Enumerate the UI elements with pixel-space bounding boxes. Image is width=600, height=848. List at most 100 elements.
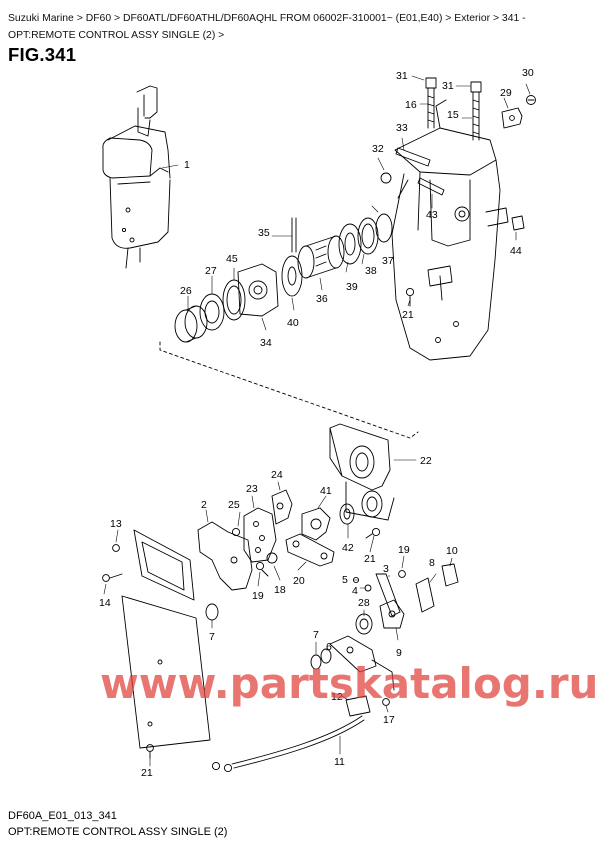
callout-7-left[interactable]: 7 (209, 631, 215, 643)
housing-22[interactable] (329, 423, 395, 521)
callout-43[interactable]: 43 (426, 209, 438, 221)
washer-6[interactable] (320, 648, 332, 664)
callout-31-left[interactable]: 31 (396, 70, 408, 82)
breadcrumb-link-variant[interactable]: DF60ATL/DF60ATHL/DF60AQHL FROM 06002F-31… (122, 13, 443, 24)
spring-35[interactable] (291, 217, 297, 253)
plate-23[interactable] (243, 507, 277, 563)
screw-14[interactable] (102, 573, 123, 582)
callout-7-right[interactable]: 7 (313, 629, 319, 641)
ring-27[interactable] (199, 293, 225, 331)
cap-44[interactable] (511, 215, 525, 231)
lever-24[interactable] (271, 489, 293, 525)
remote-control-box[interactable] (102, 85, 171, 269)
breadcrumb-link-category[interactable]: Exterior (454, 13, 491, 24)
screw-17[interactable] (382, 698, 390, 706)
link-20[interactable] (285, 533, 335, 567)
callout-18[interactable]: 18 (274, 584, 286, 596)
callout-15[interactable]: 15 (447, 109, 459, 121)
screw-21-upper[interactable] (405, 287, 415, 307)
callout-19-right[interactable]: 19 (398, 544, 410, 556)
screw-13[interactable] (112, 544, 120, 552)
clip-29[interactable] (501, 107, 523, 129)
callout-29[interactable]: 29 (500, 87, 512, 99)
bushing-42[interactable] (339, 503, 355, 525)
washer-18[interactable] (266, 552, 278, 564)
callout-28[interactable]: 28 (358, 597, 370, 609)
callout-22[interactable]: 22 (420, 455, 432, 467)
mounting-bracket[interactable] (391, 99, 509, 361)
callout-39[interactable]: 39 (346, 281, 358, 293)
bolt-15[interactable] (470, 81, 482, 141)
cam-34[interactable] (237, 263, 279, 317)
shaft-3[interactable] (375, 573, 401, 617)
callout-5[interactable]: 5 (342, 574, 348, 586)
switch-arm[interactable] (329, 635, 395, 691)
bolt-16[interactable] (425, 77, 437, 129)
screw-19-left[interactable] (255, 561, 269, 577)
callout-34[interactable]: 34 (260, 337, 272, 349)
callout-19-left[interactable]: 19 (252, 590, 264, 602)
callout-11[interactable]: 11 (334, 756, 345, 768)
callout-25[interactable]: 25 (228, 499, 240, 511)
callout-26[interactable]: 26 (180, 285, 192, 297)
knob-32[interactable] (380, 172, 392, 184)
pin-43[interactable] (417, 177, 445, 196)
callout-31-right[interactable]: 31 (442, 80, 454, 92)
screw-21-lower[interactable] (146, 744, 154, 759)
callout-1[interactable]: 1 (184, 159, 190, 171)
shift-cam-41[interactable] (301, 507, 331, 541)
switch-12[interactable] (345, 695, 371, 717)
callout-8[interactable]: 8 (429, 557, 435, 569)
pin-33[interactable] (395, 147, 431, 167)
bushing-28[interactable] (355, 613, 373, 635)
washer-5[interactable] (352, 576, 360, 584)
drum-36[interactable] (297, 235, 345, 279)
washer-7-left[interactable] (205, 603, 219, 621)
cover-plate[interactable] (121, 529, 211, 749)
callout-42[interactable]: 42 (342, 542, 354, 554)
callout-33[interactable]: 33 (396, 122, 408, 134)
callout-45[interactable]: 45 (226, 253, 238, 265)
breadcrumb-link-brand[interactable]: Suzuki Marine (8, 13, 74, 24)
clip-8[interactable] (415, 577, 435, 613)
ring-37[interactable] (375, 213, 393, 243)
callout-17[interactable]: 17 (383, 714, 395, 726)
screw-30[interactable] (526, 95, 536, 105)
callout-13[interactable]: 13 (110, 518, 122, 530)
callout-12[interactable]: 12 (331, 691, 343, 703)
callout-41[interactable]: 41 (320, 485, 332, 497)
callout-20[interactable]: 20 (293, 575, 305, 587)
callout-35[interactable]: 35 (258, 227, 270, 239)
washer-7-right[interactable] (310, 654, 322, 670)
wire-harness-11[interactable] (211, 715, 365, 773)
clip-10[interactable] (441, 563, 459, 587)
callout-2[interactable]: 2 (201, 499, 207, 511)
callout-23[interactable]: 23 (246, 483, 258, 495)
callout-16[interactable]: 16 (405, 99, 417, 111)
callout-36[interactable]: 36 (316, 293, 328, 305)
lever-2[interactable] (197, 521, 253, 591)
washer-38[interactable] (357, 217, 379, 255)
bracket-9[interactable] (379, 599, 405, 629)
callout-40[interactable]: 40 (287, 317, 299, 329)
callout-21-mid[interactable]: 21 (364, 553, 376, 565)
plate-40[interactable] (281, 255, 303, 297)
callout-37[interactable]: 37 (382, 255, 394, 267)
gear-39[interactable] (338, 223, 362, 265)
callout-4[interactable]: 4 (352, 585, 358, 597)
callout-44[interactable]: 44 (510, 245, 522, 257)
callout-3[interactable]: 3 (383, 563, 389, 575)
breadcrumb-link-model[interactable]: DF60 (85, 13, 112, 24)
callout-27[interactable]: 27 (205, 265, 217, 277)
callout-21-lower[interactable]: 21 (141, 767, 153, 779)
callout-38[interactable]: 38 (365, 265, 377, 277)
callout-32[interactable]: 32 (372, 143, 384, 155)
callout-30[interactable]: 30 (522, 67, 534, 79)
callout-21-upper[interactable]: 21 (402, 309, 414, 321)
callout-6[interactable]: 6 (326, 641, 332, 653)
callout-9[interactable]: 9 (396, 647, 402, 659)
screw-19-right[interactable] (398, 570, 406, 578)
ring-45[interactable] (222, 279, 246, 321)
callout-24[interactable]: 24 (271, 469, 283, 481)
hub-26[interactable] (174, 305, 208, 343)
